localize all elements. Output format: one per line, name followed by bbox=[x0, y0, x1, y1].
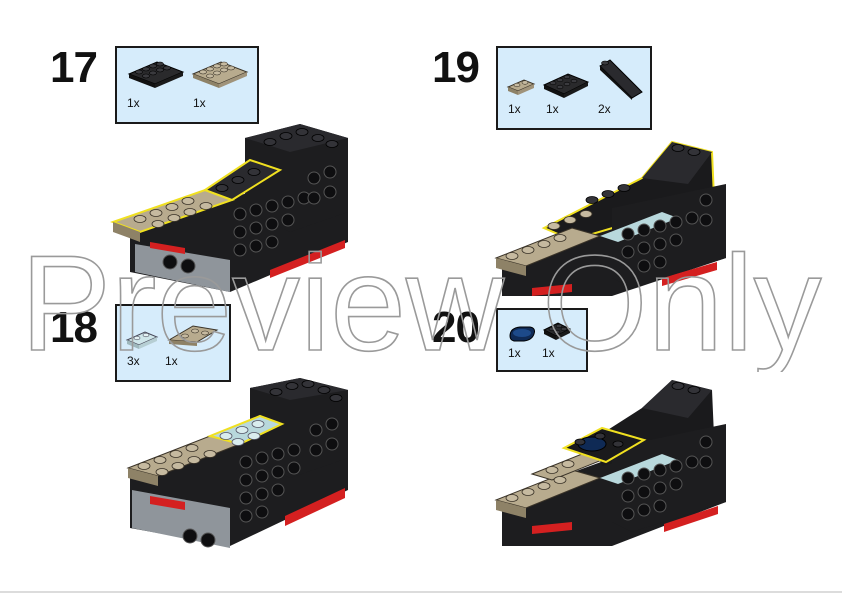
page-bottom-divider bbox=[0, 591, 842, 593]
step-19-model-illustration bbox=[494, 140, 726, 296]
tan-wedge-plate-icon bbox=[167, 325, 219, 346]
parts-callout-step-19: 1x 1x 2x bbox=[496, 46, 652, 130]
step-number-17: 17 bbox=[50, 43, 98, 92]
black-plate-2x4-icon bbox=[542, 73, 590, 98]
part-qty: 3x bbox=[127, 354, 140, 368]
dark-blue-tile-round-icon bbox=[509, 326, 535, 342]
parts-callout-step-20: 1x 1x bbox=[496, 308, 588, 372]
parts-callout-step-17: 1x 1x bbox=[115, 46, 259, 124]
trans-clear-tile-1x2-icon bbox=[125, 331, 159, 349]
part-qty: 1x bbox=[193, 96, 206, 110]
part-qty: 1x bbox=[165, 354, 178, 368]
tan-plate-1x2-icon bbox=[506, 79, 536, 95]
black-plate-2x2-icon bbox=[542, 322, 572, 340]
black-slope-icon bbox=[599, 59, 643, 100]
part-qty: 1x bbox=[127, 96, 140, 110]
part-qty: 1x bbox=[546, 102, 559, 116]
step-number-18: 18 bbox=[50, 303, 98, 352]
black-plate-2x4-icon bbox=[127, 61, 185, 88]
part-qty: 1x bbox=[508, 346, 521, 360]
part-qty: 1x bbox=[542, 346, 555, 360]
step-20-model-illustration bbox=[494, 380, 726, 546]
step-17-model-illustration bbox=[110, 124, 348, 292]
part-qty: 2x bbox=[598, 102, 611, 116]
step-number-20: 20 bbox=[432, 303, 480, 352]
parts-callout-step-18: 3x 1x bbox=[115, 304, 231, 382]
part-qty: 1x bbox=[508, 102, 521, 116]
tan-plate-2x4-icon bbox=[191, 61, 249, 88]
step-18-model-illustration bbox=[126, 378, 348, 548]
step-number-19: 19 bbox=[432, 43, 480, 92]
